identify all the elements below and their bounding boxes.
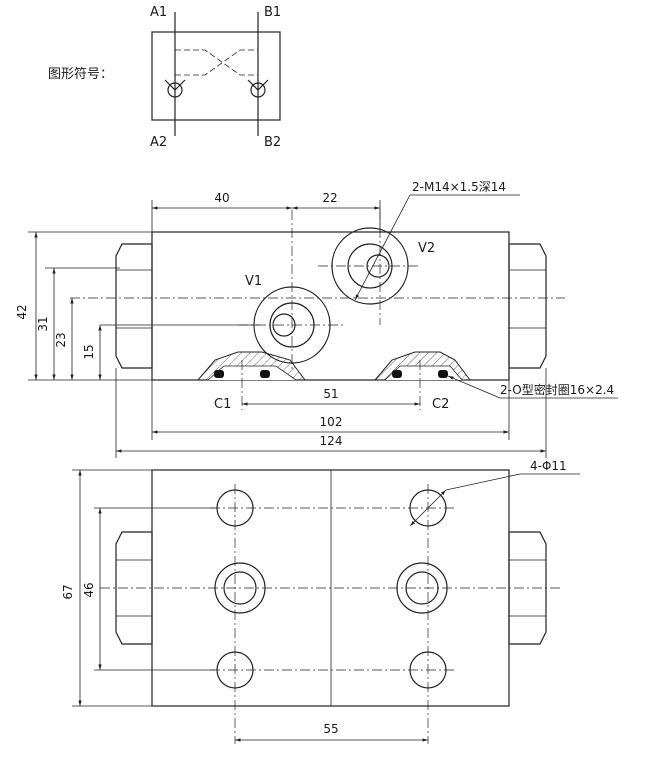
top-left-hex-nut <box>115 531 153 645</box>
front-body <box>151 231 510 381</box>
left-hex-nut <box>115 243 153 369</box>
dim-31: 31 <box>36 316 50 331</box>
dim-67: 67 <box>61 584 75 599</box>
dim-40: 40 <box>214 191 229 205</box>
seal-callout: 2-O型密封圈16×2.4 <box>500 382 614 397</box>
dim-51: 51 <box>323 387 338 401</box>
right-hex-nut <box>508 243 547 369</box>
port-left-inner <box>223 571 257 605</box>
port-left-outer <box>214 562 266 614</box>
thread-leader <box>354 194 411 301</box>
symbol-title: 图形符号： <box>48 66 113 82</box>
c1-seal-left <box>214 370 224 378</box>
dim-124: 124 <box>320 434 343 448</box>
v1-label: V1 <box>245 274 262 289</box>
c2-label: C2 <box>432 397 449 412</box>
port-right-inner <box>405 571 439 605</box>
port-b1-label: B1 <box>264 5 281 20</box>
holes-leader <box>409 489 447 527</box>
thread-callout: 2-M14×1.5深14 <box>412 180 506 194</box>
check-seat-a <box>164 79 186 91</box>
holes-callout: 4-Φ11 <box>530 459 567 473</box>
hydraulic-symbol: 图形符号： A1 B1 A2 B2 <box>48 5 281 150</box>
seal-leader <box>447 375 501 399</box>
top-right-hex-nut <box>508 531 547 645</box>
front-view: V1 V2 40 22 2-M14×1.5深14 <box>15 180 618 458</box>
symbol-block <box>151 31 281 121</box>
v2-label: V2 <box>418 241 435 256</box>
symbol-pilot-lines <box>175 49 258 76</box>
port-a1-label: A1 <box>150 5 167 20</box>
dim-15: 15 <box>82 344 96 359</box>
dim-55: 55 <box>323 722 338 736</box>
check-seat-b <box>247 79 269 91</box>
dim-22: 22 <box>322 191 337 205</box>
top-view: 4-Φ11 67 46 55 <box>61 459 580 744</box>
c2-seal-right <box>438 370 448 378</box>
port-b2-label: B2 <box>264 135 281 150</box>
dim-42: 42 <box>15 304 29 319</box>
check-valve-a <box>167 82 183 98</box>
dim-102: 102 <box>320 415 343 429</box>
c1-label: C1 <box>214 397 231 412</box>
port-right-outer <box>396 562 448 614</box>
c2-seal-left <box>392 370 402 378</box>
check-valve-b <box>250 82 266 98</box>
port-a2-label: A2 <box>150 135 167 150</box>
c1-seal-right <box>260 370 270 378</box>
dim-46: 46 <box>82 582 96 597</box>
dim-23: 23 <box>54 332 68 347</box>
